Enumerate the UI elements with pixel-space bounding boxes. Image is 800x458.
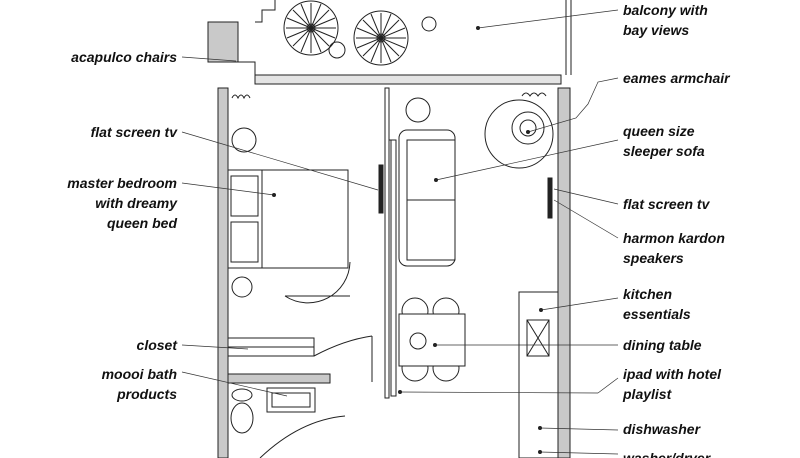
toilet xyxy=(230,388,254,434)
bath-sink xyxy=(266,387,316,413)
label-dishwasher-text: dishwasher xyxy=(623,421,701,437)
label-moooi-bath: moooi bath products xyxy=(102,364,177,404)
label-master-bedroom-line-2: with dreamy xyxy=(95,195,177,211)
label-ipad-line-1: ipad with hotel xyxy=(623,366,721,382)
kitchen-counter xyxy=(518,291,559,458)
label-dining-table: dining table xyxy=(623,335,702,355)
bedroom-plant xyxy=(231,127,257,153)
label-balcony-line-1: balcony with xyxy=(623,2,708,18)
label-eames-armchair: eames armchair xyxy=(623,68,730,88)
living-tv xyxy=(547,177,553,219)
label-moooi-bath-line-2: products xyxy=(117,386,177,402)
queen-bed xyxy=(227,169,349,269)
bedroom-door-swing xyxy=(284,261,351,304)
label-dishwasher: dishwasher xyxy=(623,419,700,439)
curtains xyxy=(231,92,547,100)
leader-dots xyxy=(272,26,543,454)
label-queen-sofa: queen size sleeper sofa xyxy=(623,121,705,161)
side-table-1 xyxy=(328,41,346,59)
living-plant xyxy=(405,97,431,123)
eames-armchair xyxy=(484,99,554,169)
label-living-tv: flat screen tv xyxy=(623,194,709,214)
label-kitchen-line-1: kitchen xyxy=(623,286,673,302)
label-acapulco-chairs: acapulco chairs xyxy=(71,47,177,67)
label-balcony: balcony with bay views xyxy=(623,0,708,40)
label-harmon-kardon-line-2: speakers xyxy=(623,250,684,266)
label-queen-sofa-line-2: sleeper sofa xyxy=(623,143,705,159)
partition-wall xyxy=(384,87,397,399)
sleeper-sofa xyxy=(398,129,456,267)
bedroom-tv xyxy=(378,164,384,214)
label-dining-table-text: dining table xyxy=(623,337,702,353)
label-living-tv-text: flat screen tv xyxy=(623,196,710,212)
dining-set xyxy=(398,297,466,382)
label-cut-off: washer/dryer xyxy=(623,448,710,458)
label-kitchen: kitchen essentials xyxy=(623,284,691,324)
label-closet-text: closet xyxy=(136,337,177,353)
label-master-bedroom-line-1: master bedroom xyxy=(67,175,177,191)
closet-door-swing xyxy=(313,335,373,357)
exterior-walls xyxy=(207,21,571,458)
label-acapulco-chairs-text: acapulco chairs xyxy=(71,49,177,65)
bedroom-lamp xyxy=(231,276,253,298)
label-eames-armchair-text: eames armchair xyxy=(623,70,730,86)
label-closet: closet xyxy=(137,335,177,355)
label-queen-sofa-line-1: queen size xyxy=(623,123,695,139)
label-kitchen-line-2: essentials xyxy=(623,306,691,322)
side-table-2 xyxy=(421,16,437,32)
label-bedroom-tv: flat screen tv xyxy=(91,122,177,142)
label-ipad: ipad with hotel playlist xyxy=(623,364,721,404)
acapulco-chair-1 xyxy=(283,0,339,56)
label-moooi-bath-line-1: moooi bath xyxy=(101,366,177,382)
label-ipad-line-2: playlist xyxy=(623,386,672,402)
leader-lines xyxy=(181,9,619,455)
label-cut-off-text: washer/dryer xyxy=(623,450,711,458)
label-master-bedroom: master bedroom with dreamy queen bed xyxy=(67,173,177,233)
label-harmon-kardon-line-1: harmon kardon xyxy=(623,230,725,246)
balcony-railing xyxy=(237,0,572,75)
label-harmon-kardon: harmon kardon speakers xyxy=(623,228,725,268)
acapulco-chair-2 xyxy=(353,10,409,66)
label-bedroom-tv-text: flat screen tv xyxy=(90,124,177,140)
closet-shelf xyxy=(227,337,315,357)
label-balcony-line-2: bay views xyxy=(623,22,690,38)
label-master-bedroom-line-3: queen bed xyxy=(106,215,177,231)
bath-wall xyxy=(227,373,331,384)
bath-door-swing xyxy=(259,415,346,458)
